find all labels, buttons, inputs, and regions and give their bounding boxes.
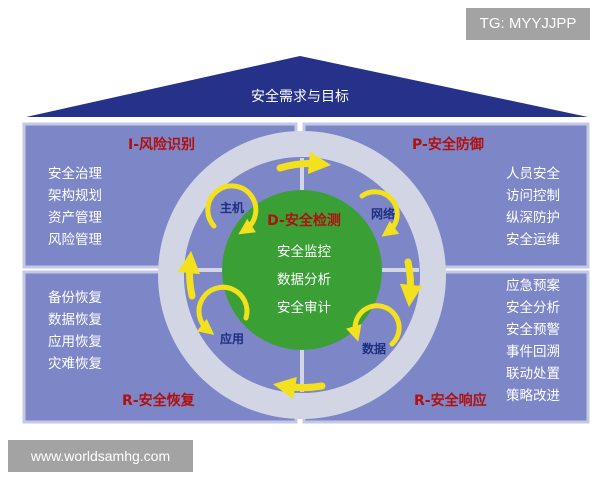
watermark-top-right: TG: MYYJJPP [466, 8, 590, 40]
list-item: 灾难恢复 [48, 356, 102, 372]
protect-items: 人员安全 访问控制 纵深防护 安全运维 [506, 163, 560, 251]
cycle-arrow-icon [359, 189, 400, 237]
roof-triangle [26, 56, 588, 117]
list-item: 架构规划 [48, 188, 102, 204]
cycle-label-host: 主机 [219, 201, 244, 215]
cycle-label-data: 数据 [361, 342, 386, 356]
roof-title: 安全需求与目标 [251, 89, 349, 105]
center-items: 安全监控 数据分析 安全审计 [252, 238, 356, 322]
recover-items: 备份恢复 数据恢复 应用恢复 灾难恢复 [48, 287, 102, 375]
outer-ring [158, 131, 446, 419]
center-circle [222, 190, 382, 350]
watermark-bottom-left: www.worldsamhg.com [8, 440, 193, 472]
center-title: D-安全检测 [267, 213, 341, 229]
list-item: 资产管理 [48, 210, 102, 226]
cycle-arrow-icon [177, 250, 201, 300]
list-item: 安全治理 [48, 166, 102, 182]
list-item: 数据分析 [277, 272, 331, 288]
list-item: 策略改进 [506, 388, 560, 404]
respond-items: 应急预案 安全分析 安全预警 事件回溯 联动处置 策略改进 [506, 275, 560, 407]
cycle-arrow-icon [276, 151, 332, 175]
list-item: 人员安全 [506, 166, 560, 182]
cycle-label-application: 应用 [219, 332, 244, 346]
list-item: 纵深防护 [506, 210, 560, 226]
cycle-arrow-icon [346, 303, 402, 347]
list-item: 安全监控 [277, 244, 331, 260]
list-item: 备份恢复 [48, 290, 102, 306]
list-item: 安全预警 [506, 322, 560, 338]
cycle-arrow-icon [205, 183, 259, 235]
list-item: 安全分析 [506, 300, 560, 316]
respond-title: R-安全响应 [414, 393, 487, 409]
list-item: 事件回溯 [506, 344, 560, 360]
cycle-label-network: 网络 [370, 207, 395, 221]
protect-title: P-安全防御 [412, 137, 484, 153]
cycle-arrow-icon [272, 376, 326, 399]
recover-title: R-安全恢复 [122, 393, 195, 409]
identify-items: 安全治理 架构规划 资产管理 风险管理 [48, 163, 102, 251]
list-item: 数据恢复 [48, 312, 102, 328]
list-item: 安全审计 [277, 300, 331, 316]
list-item: 访问控制 [506, 188, 560, 204]
cycle-arrow-icon [196, 284, 250, 336]
list-item: 风险管理 [48, 232, 102, 248]
identify-title: I-风险识别 [128, 137, 196, 153]
cycle-arrow-icon [399, 258, 423, 308]
list-item: 安全运维 [506, 232, 560, 248]
list-item: 应急预案 [506, 278, 560, 294]
list-item: 应用恢复 [48, 334, 102, 350]
list-item: 联动处置 [506, 366, 560, 382]
